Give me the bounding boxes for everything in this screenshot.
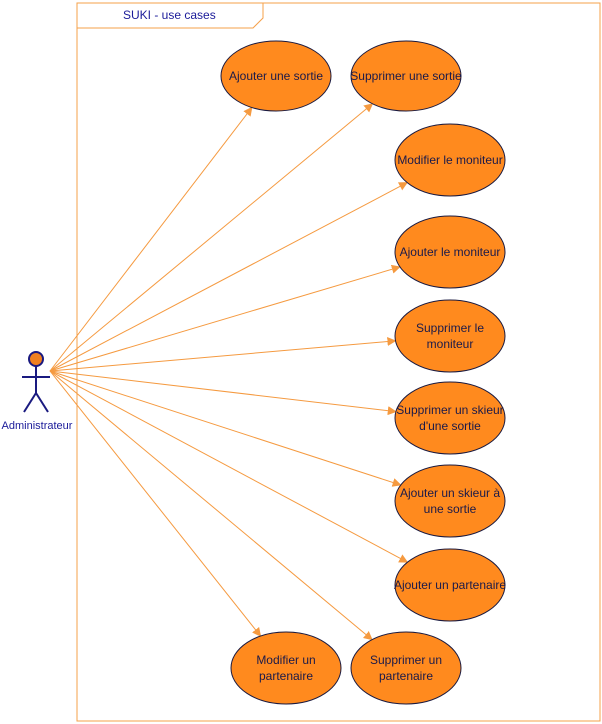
actor-left-leg (23, 392, 37, 413)
association-modifier-moniteur (49, 182, 408, 372)
use-case-ellipse (394, 215, 506, 289)
use-case-label: Modifier le moniteur (397, 153, 502, 167)
use-case-label: Supprimer le (416, 321, 484, 335)
use-case-ellipse (394, 123, 506, 197)
use-case-label: partenaire (259, 669, 313, 683)
use-case-label: moniteur (427, 337, 474, 351)
association-ajouter-sortie (49, 106, 253, 372)
association-ajouter-partenaire (49, 370, 409, 563)
use-case-ellipse (394, 381, 506, 455)
association-supprimer-sortie (49, 103, 374, 372)
use-case-label: Supprimer une sortie (350, 69, 462, 83)
association-ajouter-moniteur (49, 264, 401, 372)
use-case-ellipse (394, 548, 506, 622)
use-case-modifier-partenaire[interactable]: Modifier un partenaire (230, 631, 342, 705)
use-case-label: Supprimer un skieur (396, 403, 503, 417)
use-case-ajouter-skieur[interactable]: Ajouter un skieur à une sortie (394, 464, 506, 538)
use-case-ajouter-sortie[interactable]: Ajouter une sortie (220, 40, 332, 112)
association-ajouter-skieur (49, 370, 402, 487)
actor-right-leg (35, 392, 49, 413)
use-case-ajouter-partenaire[interactable]: Ajouter un partenaire (394, 548, 506, 622)
use-case-label: Ajouter une sortie (229, 69, 323, 83)
use-case-ellipse (350, 631, 462, 705)
use-case-label: Modifier un (256, 653, 315, 667)
use-case-supprimer-skieur[interactable]: Supprimer un skieur d'une sortie (394, 381, 506, 455)
frame-title: SUKI - use cases (123, 8, 216, 22)
association-supprimer-partenaire (49, 370, 373, 641)
use-case-label: Ajouter un partenaire (394, 578, 506, 592)
system-frame: SUKI - use cases (76, 2, 601, 722)
use-case-label: d'une sortie (419, 419, 481, 433)
associations (49, 103, 409, 641)
use-case-supprimer-moniteur[interactable]: Supprimer le moniteur (394, 299, 506, 373)
use-case-ajouter-moniteur[interactable]: Ajouter le moniteur (394, 215, 506, 289)
use-case-label: partenaire (379, 669, 433, 683)
use-case-supprimer-sortie[interactable]: Supprimer une sortie (350, 40, 462, 112)
use-case-label: Ajouter le moniteur (400, 245, 501, 259)
frame-border (76, 2, 601, 722)
use-case-ellipse (394, 464, 506, 538)
use-case-label: une sortie (424, 502, 477, 516)
use-case-label: Supprimer un (370, 653, 442, 667)
use-case-ellipse (220, 40, 332, 112)
use-case-label: Ajouter un skieur à (400, 486, 500, 500)
association-supprimer-skieur (49, 370, 397, 416)
use-cases: Ajouter une sortie Supprimer une sortieMo… (220, 40, 506, 705)
actor-administrateur[interactable]: Administrateur (2, 351, 73, 432)
actor-label: Administrateur (2, 420, 73, 432)
association-supprimer-moniteur (49, 337, 397, 372)
use-case-ellipse (394, 299, 506, 373)
use-case-ellipse (350, 40, 462, 112)
association-modifier-partenaire (49, 370, 262, 637)
use-case-supprimer-partenaire[interactable]: Supprimer un partenaire (350, 631, 462, 705)
frame-title-tab (77, 3, 264, 29)
use-case-modifier-moniteur[interactable]: Modifier le moniteur (394, 123, 506, 197)
actor-head (28, 351, 44, 367)
use-case-ellipse (230, 631, 342, 705)
